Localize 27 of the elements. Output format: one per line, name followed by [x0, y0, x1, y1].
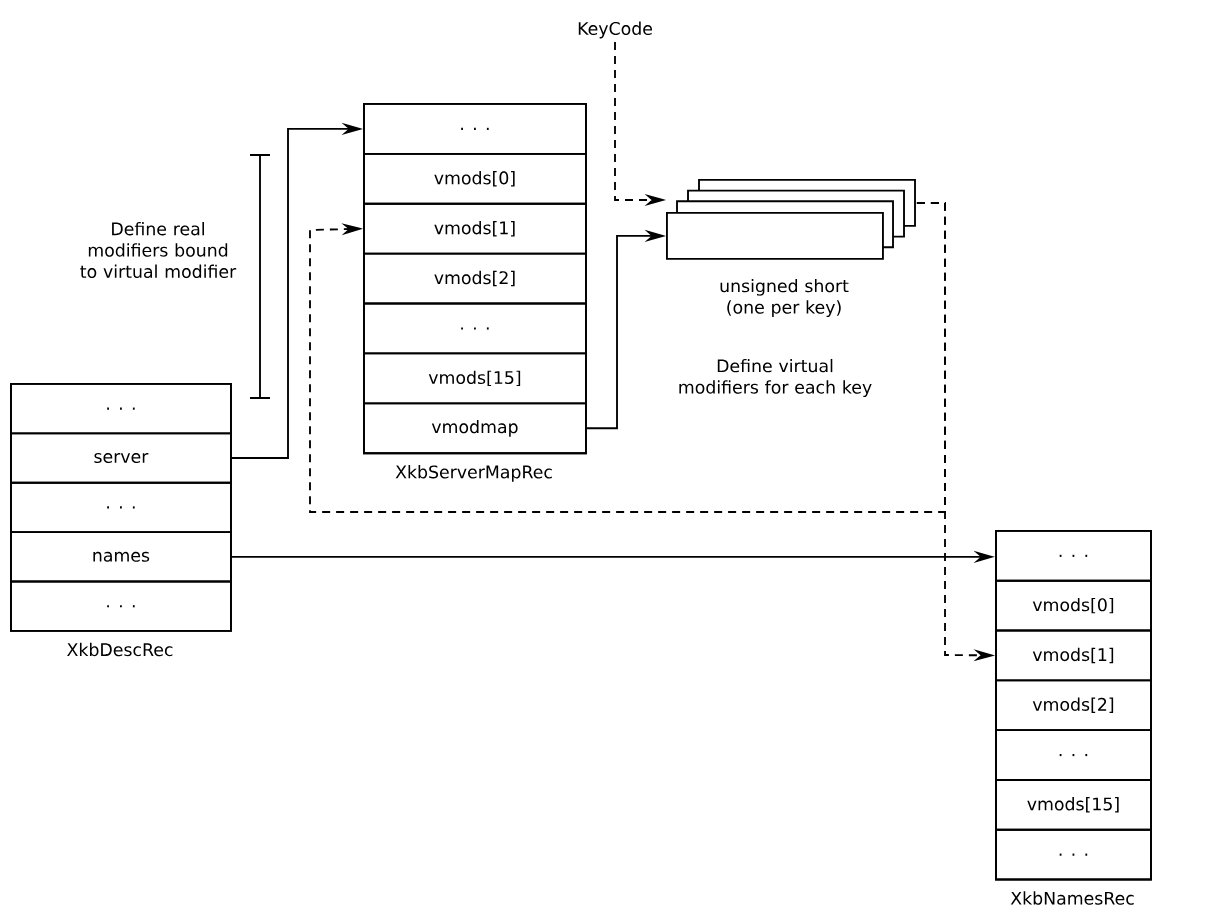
- box-caption: unsigned short (one per key): [720, 278, 849, 318]
- table-cell: vmods[15]: [363, 352, 587, 405]
- table-cell: . . .: [363, 302, 587, 355]
- table-cell: . . .: [10, 481, 232, 534]
- table-cell: vmods[15]: [995, 779, 1152, 831]
- table-cell: names: [10, 531, 232, 583]
- table-cell: vmods[0]: [363, 152, 587, 205]
- table-cell: vmods[1]: [995, 629, 1152, 682]
- table-cell: vmods[2]: [995, 679, 1152, 732]
- note-text: Define real modifiers bound to virtual modifier: [80, 221, 237, 279]
- table-cell: . . .: [10, 383, 232, 435]
- table-cell: . . .: [995, 530, 1152, 582]
- table-cell: . . .: [363, 103, 587, 155]
- table-cell: vmodmap: [363, 402, 587, 455]
- text-label: KeyCode: [578, 21, 652, 39]
- table-cell: vmods[0]: [995, 579, 1152, 632]
- note-text: Define virtual modifiers for each key: [679, 358, 872, 398]
- table-cell: . . .: [995, 828, 1152, 881]
- node-label: XkbNamesRec: [1010, 891, 1134, 905]
- table-cell: . . .: [10, 580, 232, 632]
- node-label: XkbDescRec: [67, 642, 173, 657]
- table-cell: . . .: [995, 729, 1152, 781]
- table-cell: server: [10, 432, 232, 484]
- table-cell: vmods[1]: [363, 202, 587, 255]
- node-label: XkbServerMapRec: [395, 465, 552, 482]
- table-cell: vmods[2]: [363, 252, 587, 305]
- stacked-boxes: [666, 178, 916, 260]
